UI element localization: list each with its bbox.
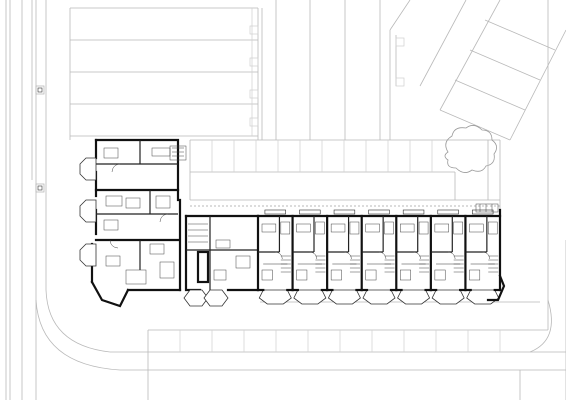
row-house-unit (395, 209, 432, 305)
central-core (183, 214, 260, 307)
row-house-unit (256, 209, 294, 305)
left-apartment-block (79, 138, 187, 308)
row-house-unit (464, 209, 502, 305)
street-context (5, 0, 566, 400)
row-house-unit (429, 209, 467, 305)
row-house-unit (326, 209, 363, 305)
row-house-units (256, 209, 506, 305)
row-house-unit (291, 209, 329, 305)
tree-symbol (444, 125, 497, 173)
end-bay-wall (486, 274, 506, 302)
row-house-unit (360, 209, 398, 305)
courtyard (189, 125, 501, 210)
parking-top-left (69, 7, 263, 140)
parking-top-right (275, 0, 566, 141)
